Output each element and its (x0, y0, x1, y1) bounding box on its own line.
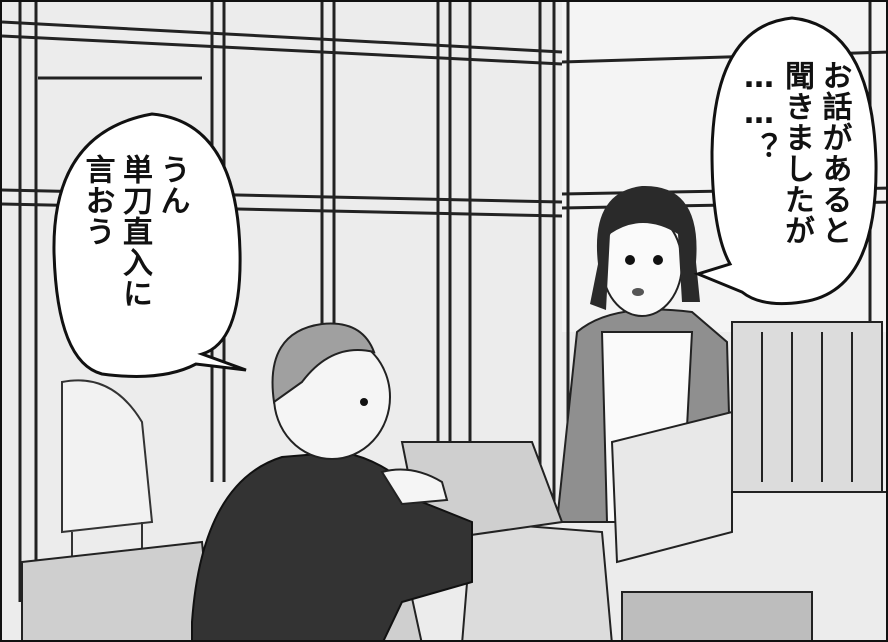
seated-man (191, 322, 473, 640)
right-speech-balloon (693, 16, 878, 306)
right-line-1: お話があると (816, 60, 852, 246)
left-line-1: うん (154, 154, 190, 216)
right-line-3: ……？ (741, 60, 777, 163)
left-balloon-text: うん 単刀直入に 言おう (78, 154, 191, 364)
left-speech-balloon (52, 112, 247, 378)
left-line-2: 単刀直入に (117, 154, 152, 309)
binder-shelf (722, 321, 886, 493)
left-line-3: 言おう (79, 154, 115, 247)
window-frames (2, 2, 886, 602)
right-balloon-text: お話があると 聞きましたが ……？ (740, 60, 853, 300)
right-line-2: 聞きましたが (779, 60, 814, 246)
